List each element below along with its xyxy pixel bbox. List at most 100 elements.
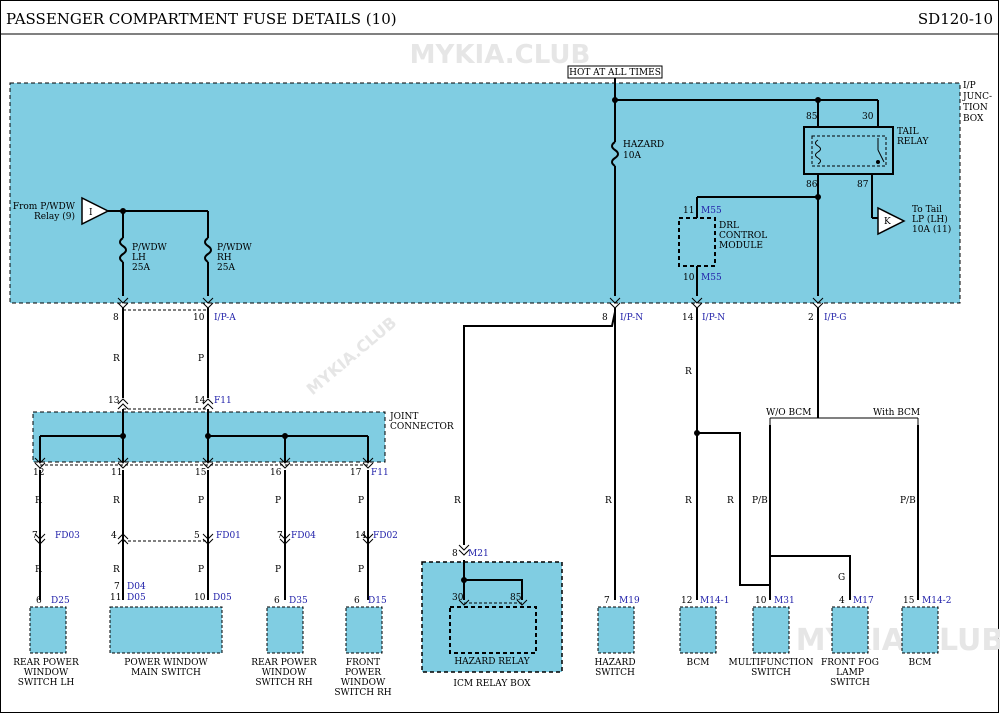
pwdw-lh-fuse-label: P/WDW <box>132 243 168 253</box>
pwdw-lh-fuse-symbol <box>119 237 127 263</box>
wire-color-p-4: P <box>358 496 364 506</box>
comp-3-label: FRONT <box>346 658 380 668</box>
pwdw-rh-fuse-symbol <box>204 237 212 263</box>
comp-4-label-2: SWITCH <box>595 668 635 678</box>
icm-relay-box <box>421 561 563 673</box>
comp-6-label-2: SWITCH <box>751 668 791 678</box>
drl-label-2: CONTROL <box>719 231 767 241</box>
from-pwdw-label: From P/WDW <box>13 202 76 212</box>
pin-ipa-10: 10 <box>193 313 205 323</box>
watermark-bottom: MYKIA.CLUB <box>796 623 1000 658</box>
comp-2-conn: D35 <box>289 596 308 606</box>
joint-pin-15: 15 <box>195 468 207 478</box>
joint-connector-label-2: CONNECTOR <box>390 422 454 432</box>
option-with-bcm-box <box>871 407 919 417</box>
to-tail-arrow <box>877 206 906 236</box>
rear-power-window-switch-rh <box>266 606 304 654</box>
comp-5-pin: 12 <box>681 596 692 606</box>
joint-out-chevrons <box>34 457 374 469</box>
tail-relay-pin-85: 85 <box>806 112 818 122</box>
ip-box-label-2: JUNC- <box>962 92 992 102</box>
option-wo-bcm-box <box>763 407 811 417</box>
hazard-fuse-rating: 10A <box>623 151 641 161</box>
wire-color-r-2: R <box>35 496 42 506</box>
hot-label: HOT AT ALL TIMES <box>569 68 661 78</box>
comp-2-label: REAR POWER <box>251 658 317 668</box>
front-fog-lamp-switch <box>831 606 869 654</box>
ip-connector-chevrons <box>117 297 824 309</box>
wire-color-p-5: P <box>198 565 204 575</box>
hazard-relay-label: HAZARD RELAY <box>454 657 530 667</box>
hazard-fuse-symbol <box>611 141 619 167</box>
joint-out-conn: F11 <box>371 468 389 478</box>
fd-chevrons <box>34 533 374 545</box>
pin-ipa-8: 8 <box>113 313 119 323</box>
comp-1-pin2: 11 <box>110 593 121 603</box>
wire-color-r-8: R <box>685 367 692 377</box>
fd01-conn: FD01 <box>216 531 241 541</box>
comp-8-pin: 15 <box>903 596 915 606</box>
to-tail-tag: K <box>884 217 891 227</box>
comp-3-pin: 6 <box>354 596 360 606</box>
wire-color-r-7: R <box>605 496 612 506</box>
to-tail-label-3: 10A (11) <box>912 224 951 235</box>
comp-6-pin: 10 <box>755 596 767 606</box>
comp-2-label-2: WINDOW <box>262 668 307 678</box>
comp-4-conn: M19 <box>619 596 640 606</box>
drl-label: DRL <box>719 221 739 231</box>
joint-in-conn: F11 <box>214 396 232 406</box>
tail-relay-pin-87: 87 <box>857 180 869 190</box>
joint-pin-14: 14 <box>194 396 206 406</box>
comp-2-label-3: SWITCH RH <box>255 678 312 688</box>
from-pwdw-label-2: Relay (9) <box>34 211 75 222</box>
wire-color-g: G <box>838 573 845 583</box>
comp-2-pin: 6 <box>274 596 280 606</box>
wire-color-pb-2: P/B <box>900 496 916 506</box>
ip-junction-box <box>9 82 961 304</box>
conn-ipn-1: I/P-N <box>620 313 643 323</box>
ip-box-label-3: TION <box>963 103 988 113</box>
joint-pin-11: 11 <box>111 468 122 478</box>
wire-color-p-3: P <box>275 496 281 506</box>
comp-6-label: MULTIFUNCTION <box>728 658 813 668</box>
drl-conn-top: M55 <box>701 206 722 216</box>
drl-conn-bottom: M55 <box>701 273 722 283</box>
comp-0-label-3: SWITCH LH <box>18 678 75 688</box>
joint-pin-17: 17 <box>350 468 362 478</box>
fd04-pin: 7 <box>277 531 283 541</box>
tail-relay-label-2: RELAY <box>897 137 929 147</box>
comp-5-label: BCM <box>687 658 710 668</box>
icm-pin-85: 85 <box>510 593 522 603</box>
bcm-m14-1 <box>679 606 717 654</box>
comp-1-pin3: 10 <box>194 593 206 603</box>
from-pwdw-tag: I <box>89 208 93 218</box>
wire-color-p-6: P <box>275 565 281 575</box>
comp-4-label: HAZARD <box>594 658 635 668</box>
comp-4-pin: 7 <box>604 596 610 606</box>
comp-3-label-3: WINDOW <box>341 678 386 688</box>
fd03-conn: FD03 <box>55 531 80 541</box>
bcm-m14-2 <box>901 606 939 654</box>
hazard-relay <box>449 606 537 654</box>
comp-6-conn: M31 <box>774 596 795 606</box>
option-with-bcm: With BCM <box>873 408 920 418</box>
comp-0-label-2: WINDOW <box>24 668 69 678</box>
comp-8-conn: M14-2 <box>922 596 951 606</box>
wire-color-r-6: R <box>454 496 461 506</box>
option-wo-bcm: W/O BCM <box>766 408 811 418</box>
rear-power-window-switch-lh <box>29 606 67 654</box>
comp-7-label-3: SWITCH <box>830 678 870 688</box>
comp-1-label-2: MAIN SWITCH <box>131 668 201 678</box>
comp-8-label: BCM <box>909 658 932 668</box>
wire-color-r-1: R <box>113 354 120 364</box>
tail-relay-label: TAIL <box>897 127 919 137</box>
fd02-conn: FD02 <box>373 531 398 541</box>
hazard-fuse-label: HAZARD <box>623 140 664 150</box>
fd01-pin-5: 5 <box>194 531 200 541</box>
pwdw-lh-fuse-rating: 25A <box>132 263 150 273</box>
wire-color-r-5: R <box>113 565 120 575</box>
conn-ipg: I/P-G <box>824 313 846 323</box>
comp-7-pin: 4 <box>839 596 845 606</box>
